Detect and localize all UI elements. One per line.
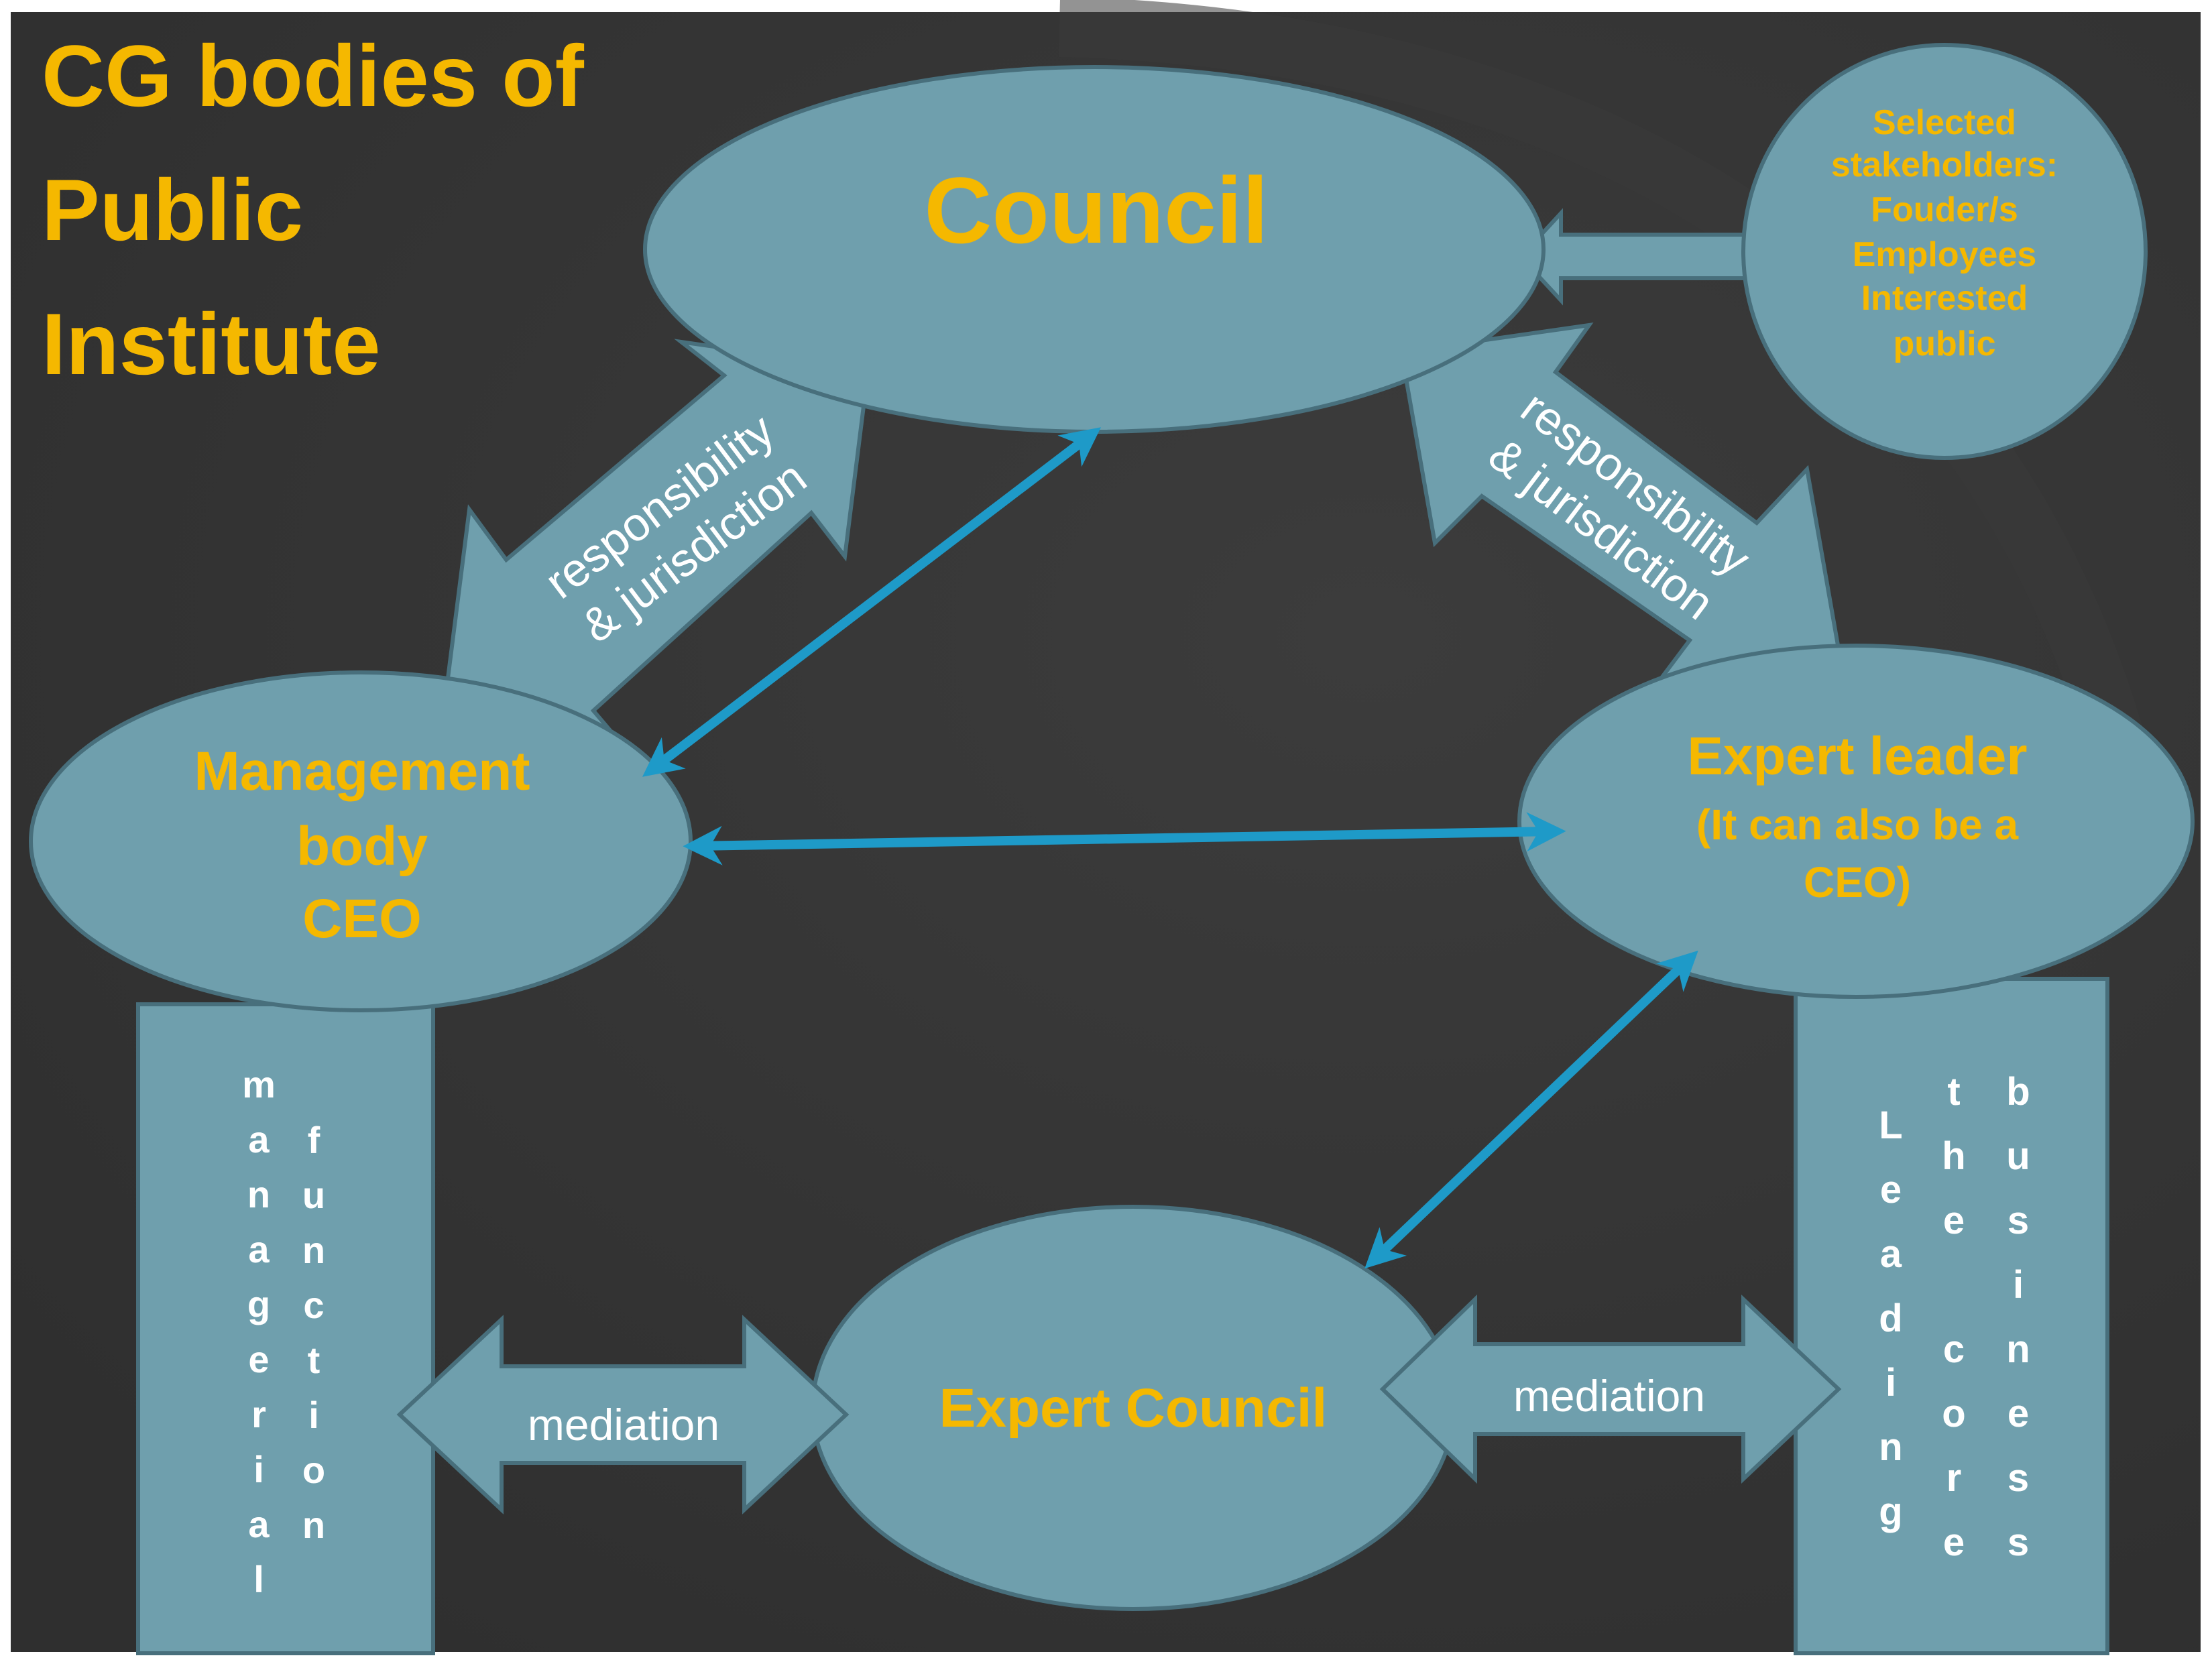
management-line-3: CEO — [302, 888, 422, 949]
managerial-function-bar — [136, 1002, 435, 1655]
stakeholders-node — [1741, 43, 2148, 460]
stakeholders-line-6: public — [1893, 324, 1995, 363]
management-expert-leader-connector — [683, 812, 1566, 866]
title-line-2: Public — [42, 161, 303, 259]
stakeholder-arrow — [1517, 208, 1779, 306]
title-line-3: Institute — [42, 295, 381, 393]
mediation-left-label: mediation — [528, 1400, 719, 1449]
council-management-connector — [642, 427, 1102, 777]
mediation-arrow-left — [396, 1315, 850, 1514]
mediation-right-label: mediation — [1513, 1371, 1705, 1421]
stakeholders-line-2: stakeholders: — [1831, 145, 2058, 184]
expert-leader-council-connector — [1364, 950, 1698, 1269]
stakeholders-line-5: Interested — [1861, 279, 2028, 318]
expert-leader-subtitle-2: CEO) — [1804, 858, 1911, 906]
stakeholders-line-3: Fouder/s — [1871, 190, 2018, 229]
management-line-2: body — [296, 816, 428, 877]
management-label: Management body CEO — [194, 741, 530, 949]
expert-leader-subtitle-1: (It can also be a — [1696, 800, 2019, 849]
mediation-arrow-right — [1379, 1294, 1842, 1484]
title-line-1: CG bodies of — [42, 27, 585, 125]
expert-leader-title: Expert leader — [1688, 726, 2028, 786]
core-business-bar — [1794, 977, 2109, 1655]
stakeholders-line-4: Employees — [1853, 235, 2037, 274]
stakeholders-label: Selected stakeholders: Fouder/s Employee… — [1831, 103, 2058, 363]
expert-council-label: Expert Council — [939, 1378, 1328, 1439]
stakeholders-line-1: Selected — [1873, 103, 2016, 142]
management-line-1: Management — [194, 741, 530, 802]
council-label: Council — [924, 158, 1268, 263]
